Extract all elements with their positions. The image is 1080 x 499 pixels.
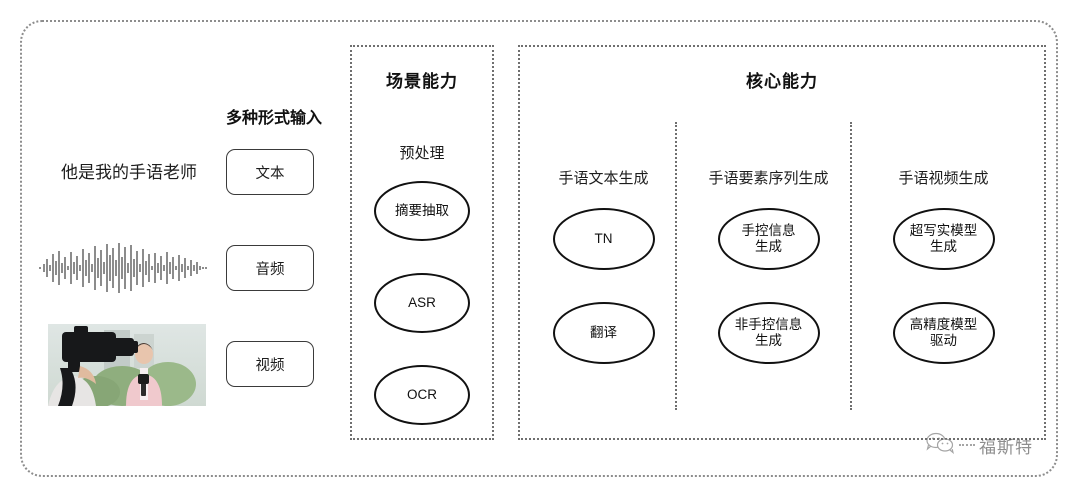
node-high-precision-model-driving[interactable]: 高精度模型驱动 — [892, 302, 995, 364]
core-column-2-label: 手语要素序列生成 — [708, 170, 829, 187]
video-input-button[interactable]: 视频 — [226, 341, 314, 387]
node-photoreal-model-generation[interactable]: 超写实模型生成 — [892, 208, 995, 270]
watermark: 福斯特 — [925, 432, 1033, 459]
node-label: 高精度模型驱动 — [909, 317, 978, 348]
scene-group-label: 预处理 — [399, 145, 445, 162]
core-column-1-label: 手语文本生成 — [558, 170, 649, 187]
input-section-header: 多种形式输入 — [225, 110, 322, 127]
audio-waveform — [38, 240, 210, 296]
core-column-sign-element-sequence: 手语要素序列生成 手控信息生成 非手控信息生成 — [687, 167, 850, 364]
node-summary-extraction[interactable]: 摘要抽取 — [374, 181, 470, 241]
video-thumbnail — [48, 324, 206, 406]
core-panel-title: 核心能力 — [746, 72, 818, 91]
node-manual-info-generation[interactable]: 手控信息生成 — [717, 208, 820, 270]
scene-capability-panel: 场景能力 预处理 摘要抽取 ASR OCR — [350, 45, 494, 440]
wechat-icon — [925, 432, 955, 459]
watermark-text: 福斯特 — [979, 438, 1033, 457]
video-input-label: 视频 — [255, 357, 285, 374]
text-input-button[interactable]: 文本 — [226, 149, 314, 195]
core-capability-panel: 核心能力 手语文本生成 TN 翻译 手语要素序列生成 手控信息生成 非手控信息生… — [518, 45, 1046, 440]
scene-preprocess-group: 预处理 摘要抽取 ASR OCR — [352, 142, 492, 425]
outer-frame — [20, 20, 1058, 477]
audio-input-button[interactable]: 音频 — [226, 245, 314, 291]
core-column-3-label: 手语视频生成 — [898, 170, 989, 187]
node-translation[interactable]: 翻译 — [552, 302, 655, 364]
scene-panel-title: 场景能力 — [386, 72, 458, 91]
watermark-dots — [959, 443, 975, 448]
node-ocr[interactable]: OCR — [374, 365, 470, 425]
node-label: ASR — [408, 295, 436, 311]
audio-input-label: 音频 — [255, 261, 285, 278]
text-input-label: 文本 — [255, 165, 285, 182]
node-label: OCR — [407, 387, 437, 403]
core-divider-1 — [675, 122, 677, 410]
node-label: 手控信息生成 — [741, 223, 796, 254]
node-label: 非手控信息生成 — [734, 317, 803, 348]
node-non-manual-info-generation[interactable]: 非手控信息生成 — [717, 302, 820, 364]
node-label: TN — [594, 231, 613, 247]
core-column-sign-video: 手语视频生成 超写实模型生成 高精度模型驱动 — [862, 167, 1025, 364]
node-label: 摘要抽取 — [395, 203, 449, 219]
sample-text: 他是我的手语老师 — [61, 163, 197, 182]
node-label: 超写实模型生成 — [909, 223, 978, 254]
node-tn[interactable]: TN — [552, 208, 655, 270]
core-divider-2 — [850, 122, 852, 410]
core-column-sign-text: 手语文本生成 TN 翻译 — [532, 167, 675, 364]
node-label: 翻译 — [590, 325, 617, 341]
node-asr[interactable]: ASR — [374, 273, 470, 333]
